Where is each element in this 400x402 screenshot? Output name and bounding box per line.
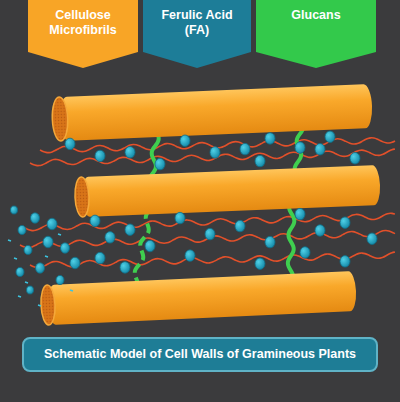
ferulic-acid-dot (350, 152, 360, 164)
ferulic-acid-dot (90, 215, 100, 227)
ferulic-acid-dot (315, 225, 325, 237)
ferulic-acid-dot (61, 243, 70, 253)
fa-fragment (38, 305, 41, 306)
ferulic-acid-dot (43, 236, 53, 248)
ferulic-acid-dot (180, 135, 190, 147)
ferulic-acid-dot (240, 143, 250, 155)
banner-label: Cellulose Microfibrils (28, 0, 138, 38)
ferulic-acid-dot (367, 233, 377, 245)
ferulic-acid-dot (175, 212, 185, 224)
fa-fragment (25, 282, 28, 283)
caption-band: Schematic Model of Cell Walls of Gramine… (22, 337, 378, 372)
ferulic-acid-dot (300, 247, 310, 259)
microfibril-body (47, 271, 357, 325)
fa-fragment (58, 234, 61, 235)
ferulic-acid-dot (235, 220, 245, 232)
ferulic-acid-dot (255, 155, 265, 167)
ferulic-acid-dot (70, 257, 80, 269)
ferulic-acid-dot (24, 245, 32, 254)
ferulic-acid-dot (295, 208, 305, 220)
banner-label: Ferulic Acid (FA) (143, 0, 251, 38)
microfibril-end (40, 285, 56, 326)
banner-fill (28, 0, 138, 68)
fa-fragment (8, 240, 11, 241)
fa-fragment (45, 256, 48, 257)
banner-tag: Glucans (256, 0, 376, 68)
ferulic-acid-dot (125, 224, 135, 236)
fa-fragment (18, 296, 21, 297)
ferulic-acid-dot (65, 138, 75, 150)
ferulic-acid-dot (295, 142, 305, 154)
ferulic-acid-dot (185, 250, 195, 262)
fa-fragment (14, 258, 17, 259)
ferulic-acid-dot (16, 267, 24, 276)
ferulic-acid-dot (47, 218, 57, 230)
ferulic-acid-dot (18, 225, 26, 234)
microfibril-body (59, 84, 373, 141)
ferulic-acid-dot (340, 217, 350, 229)
ferulic-acid-dot (95, 252, 105, 264)
ferulic-acid-dot (315, 144, 325, 156)
microfibril-body (81, 165, 381, 217)
ferulic-acid-dot (31, 213, 40, 223)
cellulose-microfibril (40, 271, 357, 325)
ferulic-acid-dot (125, 147, 135, 159)
ferulic-acid-dot (265, 133, 275, 145)
banner-fill (143, 0, 251, 68)
ferulic-acid-dot (95, 150, 105, 162)
ferulic-acid-dot (27, 286, 34, 294)
banner-tag: Ferulic Acid (FA) (143, 0, 251, 68)
xylan-chain (30, 252, 395, 268)
microfibril-end (51, 97, 68, 142)
fa-fragment (70, 290, 73, 291)
cellulose-microfibril (74, 165, 381, 217)
microfibril-end (74, 177, 90, 218)
banner-tag: Cellulose Microfibrils (28, 0, 138, 68)
ferulic-acid-dot (340, 256, 350, 268)
banner-fill (256, 0, 376, 68)
cellulose-microfibril (51, 84, 373, 141)
ferulic-acid-dot (325, 131, 335, 143)
ferulic-acid-dot (56, 275, 64, 284)
ferulic-acid-dot (120, 262, 130, 274)
ferulic-acid-dot (145, 240, 155, 252)
ferulic-acid-dot (105, 232, 115, 244)
ferulic-acid-dot (255, 258, 265, 270)
ferulic-acid-dot (205, 228, 215, 240)
ferulic-acid-dot (210, 147, 220, 159)
ferulic-acid-dot (36, 263, 45, 273)
banner-label: Glucans (256, 0, 376, 23)
ferulic-acid-dot (11, 206, 18, 214)
ferulic-acid-dot (265, 236, 275, 248)
ferulic-acid-dot (155, 158, 165, 170)
